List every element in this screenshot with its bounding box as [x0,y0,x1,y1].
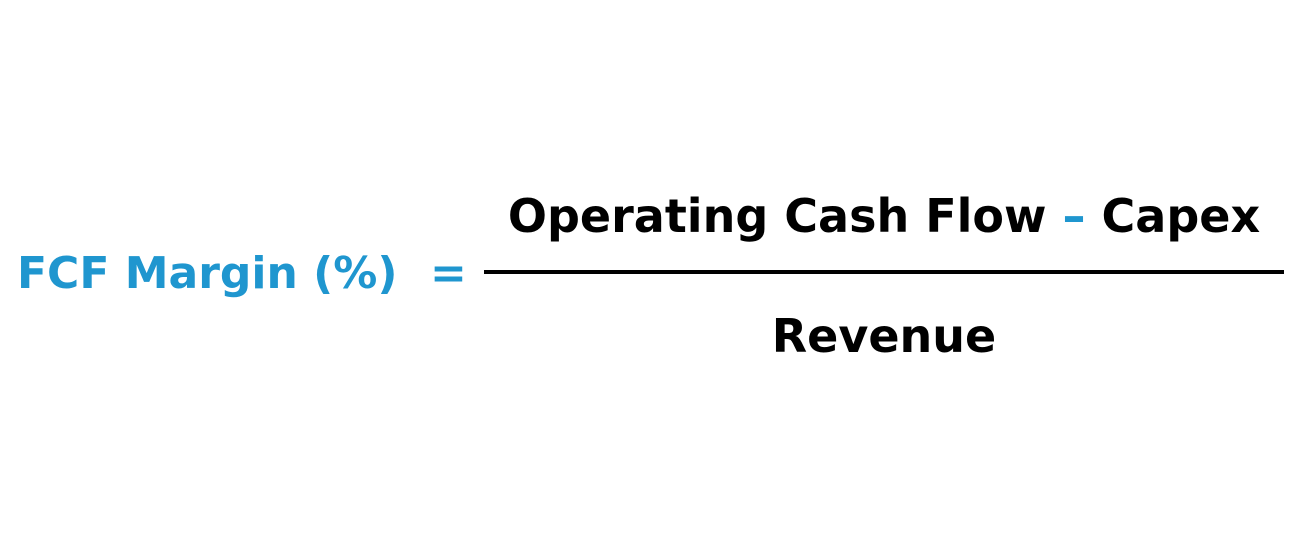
denominator: Revenue [771,309,997,363]
fraction-bar [484,270,1284,274]
numerator-term-capex: Capex [1101,189,1261,243]
formula-lhs: FCF Margin (%) [17,248,398,299]
equals-sign: = [430,248,467,299]
minus-operator: – [1062,189,1086,243]
fraction: Operating Cash Flow – Capex Revenue [484,180,1284,370]
numerator: Operating Cash Flow – Capex [484,186,1284,246]
numerator-term-operating-cash-flow: Operating Cash Flow [507,189,1047,243]
